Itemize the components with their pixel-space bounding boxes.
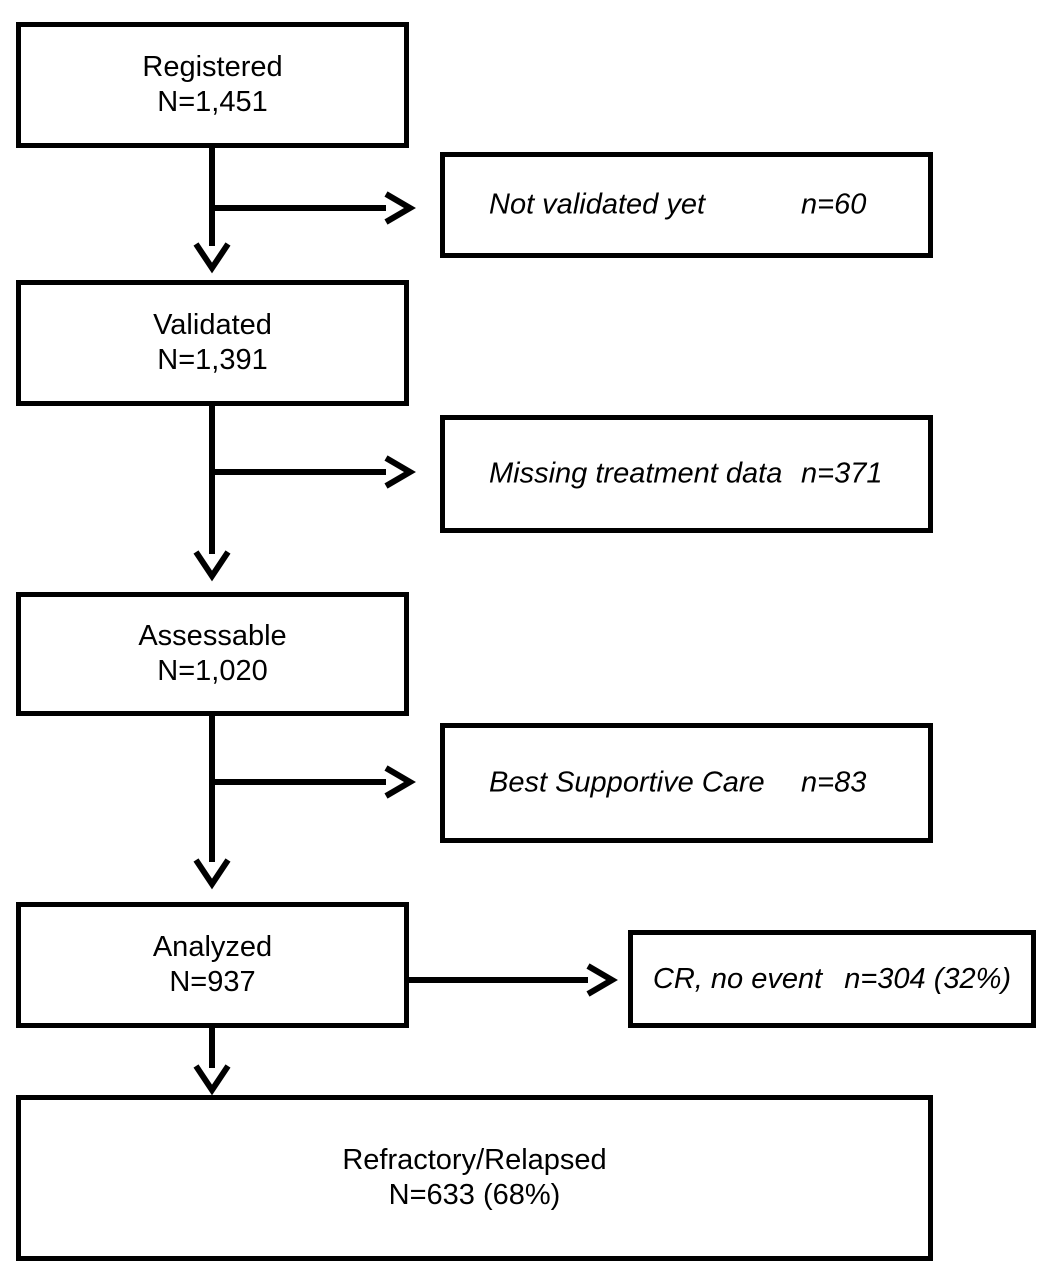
not-validated-value: n=60 <box>801 188 867 221</box>
cr-no-event-value: n=304 (32%) <box>844 962 1012 995</box>
best-supportive-care-box: Best Supportive Care n=83 <box>440 723 933 843</box>
refractory-relapsed-title: Refractory/Relapsed <box>342 1144 607 1176</box>
best-supportive-care-value: n=83 <box>801 766 867 799</box>
validated-box: Validated N=1,391 <box>16 280 409 406</box>
cr-no-event-label: CR, no event <box>652 962 823 995</box>
best-supportive-care-label: Best Supportive Care <box>489 766 765 799</box>
not-validated-label: Not validated yet <box>489 188 706 221</box>
assessable-count: N=1,020 <box>157 655 268 687</box>
registered-title: Registered <box>142 51 283 83</box>
validated-title: Validated <box>153 309 272 341</box>
arrowhead-right-4 <box>586 963 618 997</box>
arrowhead-right-1 <box>384 191 416 225</box>
analyzed-count: N=937 <box>169 966 256 998</box>
arrowhead-right-3 <box>384 765 416 799</box>
missing-treatment-label: Missing treatment data <box>489 457 783 490</box>
not-validated-box: Not validated yet n=60 <box>440 152 933 258</box>
cr-no-event-box: CR, no event n=304 (32%) <box>628 930 1036 1028</box>
analyzed-title: Analyzed <box>152 931 273 963</box>
missing-treatment-box: Missing treatment data n=371 <box>440 415 933 533</box>
arrowhead-right-2 <box>384 455 416 489</box>
analyzed-box: Analyzed N=937 <box>16 902 409 1028</box>
arrowhead-down-4 <box>193 1064 231 1096</box>
arrowhead-down-1 <box>193 242 231 274</box>
assessable-title: Assessable <box>138 620 287 652</box>
arrowhead-down-2 <box>193 550 231 582</box>
missing-treatment-value: n=371 <box>801 457 883 490</box>
validated-count: N=1,391 <box>157 344 268 376</box>
arrowhead-down-3 <box>193 858 231 890</box>
registered-count: N=1,451 <box>157 86 268 118</box>
refractory-relapsed-box: Refractory/Relapsed N=633 (68%) <box>16 1095 933 1261</box>
registered-box: Registered N=1,451 <box>16 22 409 148</box>
assessable-box: Assessable N=1,020 <box>16 592 409 716</box>
refractory-relapsed-count: N=633 (68%) <box>388 1179 561 1211</box>
